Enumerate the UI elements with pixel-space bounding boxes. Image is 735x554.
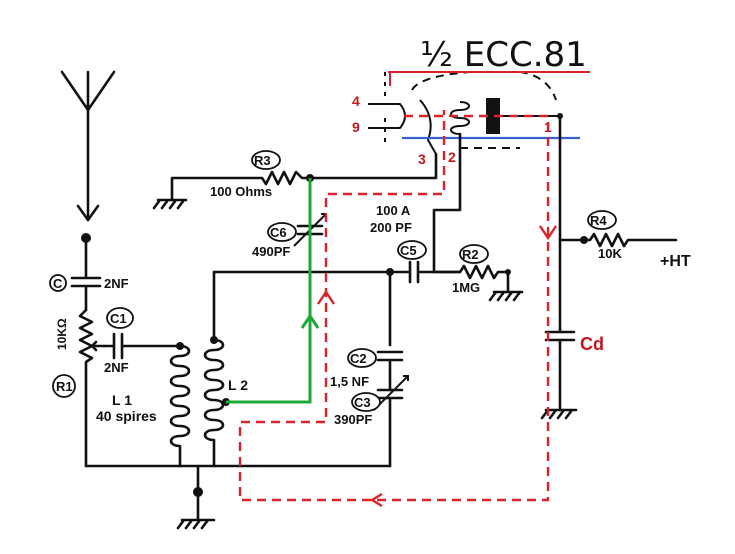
r2-tag	[459, 244, 489, 264]
l1-coil	[169, 344, 191, 468]
c-input-tag	[49, 274, 67, 292]
c6-tag	[267, 222, 297, 242]
l2-tag: L 2	[228, 377, 248, 393]
grid-bus-wire	[212, 270, 392, 347]
c5-value-a: 100 A	[376, 203, 411, 218]
l1-tag: L 1	[112, 392, 132, 408]
c1-tag	[106, 307, 134, 329]
tube-title: ½ ECC.81	[420, 35, 587, 75]
c2-tag-label: C2	[350, 351, 367, 366]
c-input-tag-label: C	[53, 276, 63, 291]
c-input-value: 2NF	[104, 276, 129, 291]
c2-value: 1,5 NF	[330, 374, 369, 389]
r2-resistor	[432, 264, 524, 302]
c1-capacitor	[102, 332, 182, 360]
r4-tag-label: R4	[590, 213, 607, 228]
c6-value: 490PF	[252, 244, 290, 259]
r1-value: 10KΩ	[55, 318, 69, 350]
r3-value: 100 Ohms	[210, 184, 272, 199]
ground-bottom-icon	[84, 464, 392, 530]
pin-2-label: 2	[448, 149, 456, 165]
c5-capacitor	[388, 260, 462, 284]
c6-tag-label: C6	[270, 225, 287, 240]
r1-tag-label: R1	[56, 379, 73, 394]
grid-lead	[432, 132, 462, 274]
r3-resistor	[152, 152, 438, 210]
c1-value: 2NF	[104, 360, 129, 375]
c3-tag-label: C3	[354, 395, 371, 410]
ht-label: +HT	[660, 253, 691, 270]
r1-potentiometer	[78, 308, 106, 468]
l2-coil	[203, 270, 225, 468]
tube-symbol	[368, 71, 590, 155]
c5-value-b: 200 PF	[370, 220, 412, 235]
c3-value: 390PF	[334, 412, 372, 427]
r1-tag	[52, 374, 76, 398]
cd-label: Cd	[580, 334, 604, 354]
r4-resistor	[558, 232, 678, 248]
feedback-path	[226, 178, 320, 404]
r3-tag	[251, 150, 281, 170]
r3-tag-label: R3	[254, 153, 271, 168]
pin-3-label: 3	[418, 151, 426, 167]
pin-9-label: 9	[352, 119, 360, 135]
c2-tag	[347, 348, 377, 368]
c3-capacitor	[373, 375, 409, 468]
r2-tag-label: R2	[462, 247, 479, 262]
r4-tag	[587, 210, 617, 230]
signal-path	[238, 110, 557, 508]
c5-tag	[397, 240, 427, 260]
c3-tag	[351, 392, 381, 412]
plate-supply-wire	[540, 114, 578, 420]
l1-turns: 40 spires	[96, 408, 157, 424]
r2-value: 1MG	[452, 280, 480, 295]
c-input-capacitor	[70, 236, 102, 312]
antenna-icon	[60, 70, 116, 222]
c5-tag-label: C5	[400, 243, 417, 258]
c1-tag-label: C1	[110, 311, 127, 326]
c2-capacitor	[376, 350, 404, 392]
r4-value: 10K	[598, 246, 622, 261]
pin-4-label: 4	[352, 93, 360, 109]
